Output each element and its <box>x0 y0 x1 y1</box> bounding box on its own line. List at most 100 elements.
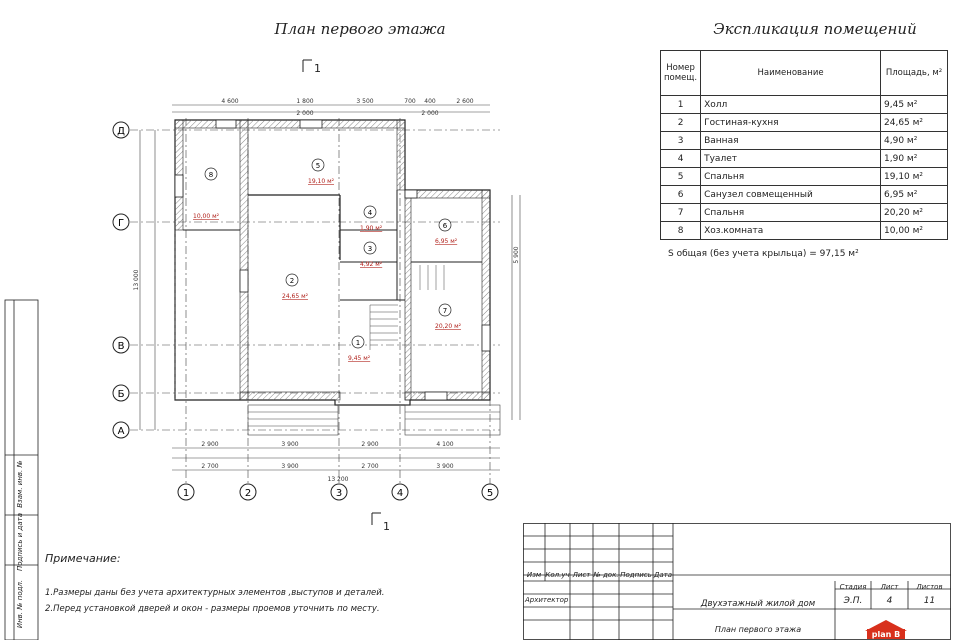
dimension-text: 4 100 <box>436 441 453 448</box>
room-number: 8 <box>659 221 702 240</box>
stamp-sheets: 11 <box>923 596 936 606</box>
axis-col-label: 2 <box>245 488 251 499</box>
plan-b-logo: plan B <box>863 619 909 639</box>
room-number-label: 8 <box>209 171 213 179</box>
room-area-label: 4,92 м² <box>360 261 383 268</box>
room-number-label: 6 <box>443 222 448 230</box>
axis-col-bubble <box>177 483 195 501</box>
room-marker <box>438 218 452 232</box>
sidebar-label-inv: Инв. № подл. <box>16 579 24 629</box>
axis-row-bubble <box>112 384 130 402</box>
room-area-label: 10,00 м² <box>193 213 220 220</box>
stamp-col-header: Подпись <box>620 571 652 579</box>
sidebar-frame <box>4 299 39 640</box>
plan-b-logo-text: plan B <box>872 630 900 639</box>
stamp-col-header: Дата <box>653 571 673 579</box>
axis-row-bubble <box>112 121 130 139</box>
section-label-top: 1 <box>314 62 321 75</box>
total-area: S общая (без учета крыльца) = 97,15 м² <box>668 249 859 259</box>
dimension-text: 2 700 <box>201 463 218 470</box>
room-marker <box>311 158 325 172</box>
dimension-text: 2 900 <box>361 441 378 448</box>
stamp-project: Двухэтажный жилой дом <box>700 599 816 609</box>
dimension-text: 2 900 <box>201 441 218 448</box>
dimension-text: 400 <box>424 98 436 105</box>
notes-title: Примечание: <box>45 552 121 565</box>
axis-row-label: Г <box>118 218 124 229</box>
axis-row-label: В <box>118 341 125 352</box>
section-mark-bottom <box>371 512 381 525</box>
axis-row-label: Д <box>117 126 125 137</box>
room-area-label: 19,10 м² <box>308 178 335 185</box>
axis-col-label: 5 <box>487 488 493 499</box>
stamp-sheets-label: Листов <box>916 583 943 591</box>
axis-col-label: 4 <box>397 488 403 499</box>
room-number-label: 1 <box>356 339 360 347</box>
room-area-label: 9,45 м² <box>348 355 371 362</box>
stamp-col-header: № док. <box>593 571 619 579</box>
axis-row-bubble <box>112 336 130 354</box>
dimension-lines <box>130 104 521 485</box>
dimension-text: 2 000 <box>421 110 438 117</box>
stamp-sheet-label: Лист <box>880 583 899 591</box>
room-number-label: 5 <box>316 162 320 170</box>
room-area: 1,90 м² <box>880 149 948 168</box>
room-number: 1 <box>659 95 702 114</box>
axis-row-bubble <box>112 213 130 231</box>
room-area-label: 20,20 м² <box>435 323 462 330</box>
room-area-label: 6,95 м² <box>435 238 458 245</box>
stamp-sheet-title: План первого этажа <box>714 625 802 634</box>
header-number: Номер помещ. <box>659 50 702 96</box>
axis-col-bubble <box>481 483 499 501</box>
dimension-text: 3 900 <box>436 463 453 470</box>
note-2: 2.Перед установкой дверей и окон - разме… <box>45 604 380 614</box>
room-number-label: 7 <box>443 307 447 315</box>
room-marker <box>363 241 377 255</box>
room-marker <box>363 205 377 219</box>
dimension-text: 3 900 <box>281 463 298 470</box>
room-marker <box>351 335 365 349</box>
stamp-stage: Э.П. <box>843 596 863 606</box>
axis-row-bubble <box>112 421 130 439</box>
plan-title: План первого этажа <box>274 20 446 38</box>
room-number-label: 4 <box>368 209 373 217</box>
room-marker <box>438 303 452 317</box>
room-area-label: 24,65 м² <box>282 293 309 300</box>
walls <box>174 119 501 436</box>
section-label-bottom: 1 <box>383 520 390 533</box>
axis-col-bubble <box>391 483 409 501</box>
dimension-text: 700 <box>404 98 416 105</box>
stamp-stage-label: Стадия <box>839 583 867 591</box>
dimension-text: 1 800 <box>296 98 313 105</box>
room-marker <box>285 273 299 287</box>
axis-col-bubble <box>330 483 348 501</box>
axis-row-label: Б <box>118 389 125 400</box>
stamp-col-header: Кол.уч <box>545 571 570 579</box>
dimension-text: 2 700 <box>361 463 378 470</box>
stamp-col-header: Изм <box>526 571 542 579</box>
room-marker <box>204 167 218 181</box>
axis-col-label: 3 <box>336 488 342 499</box>
dimension-text: 3 900 <box>281 441 298 448</box>
dimension-text: 4 600 <box>221 98 238 105</box>
dimension-text: 13 200 <box>328 476 349 483</box>
note-1: 1.Размеры даны без учета архитектурных э… <box>45 588 385 598</box>
sidebar-label-sign: Подпись и дата <box>16 513 24 571</box>
stamp-architect: Архитектор <box>525 596 569 604</box>
header-name: Наименование <box>700 50 881 96</box>
axis-col-bubble <box>239 483 257 501</box>
section-mark-top <box>302 59 312 72</box>
room-area: 10,00 м² <box>880 221 948 240</box>
room-name: Хоз.комната <box>700 221 881 240</box>
